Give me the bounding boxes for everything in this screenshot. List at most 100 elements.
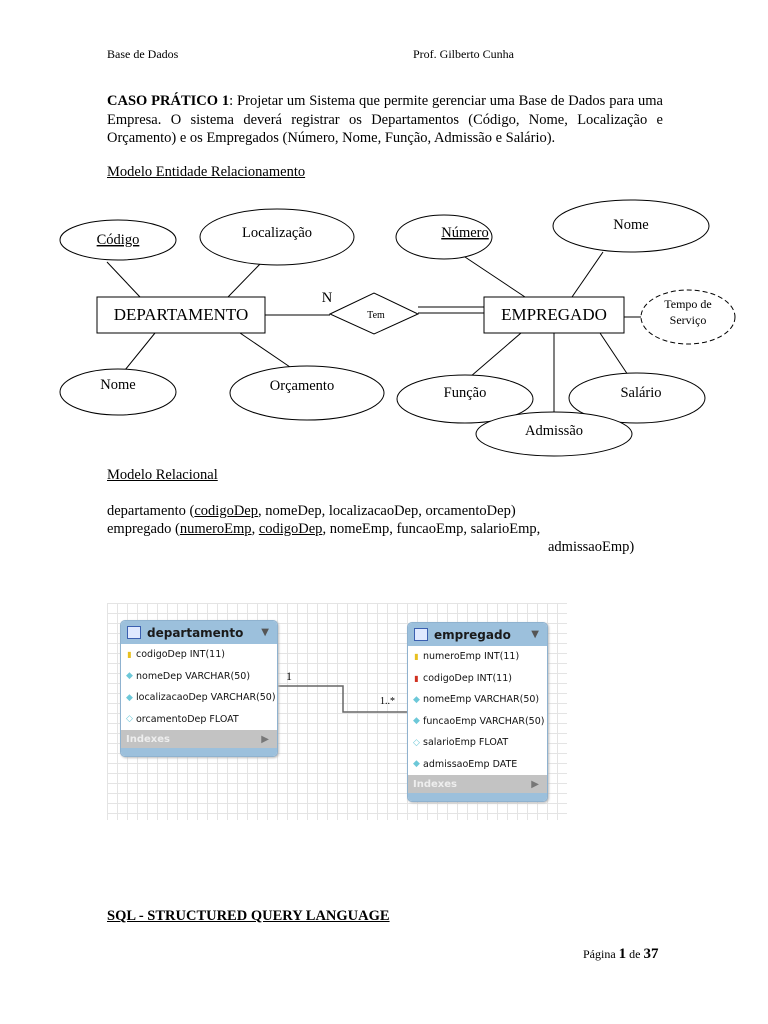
- collapse-arrow-icon[interactable]: ▼: [261, 627, 269, 638]
- attr-tempo-label-2: Serviço: [670, 313, 707, 327]
- column-row[interactable]: ▮ codigoDep INT(11): [121, 644, 277, 666]
- table-name: departamento: [147, 625, 244, 640]
- relationship-line: [276, 685, 407, 713]
- attr-funcao: [396, 374, 534, 424]
- connector: [227, 261, 263, 298]
- header-left: Base de Dados: [107, 47, 179, 61]
- attr-salario: [568, 372, 706, 424]
- cardinality-one: 1: [286, 669, 292, 683]
- connector: [571, 251, 604, 298]
- relational-departamento: departamento (codigoDep, nomeDep, locali…: [107, 503, 516, 520]
- entity-empregado-label: EMPREGADO: [501, 305, 607, 324]
- primary-key: codigoDep: [194, 503, 258, 519]
- attr-orcamento-label: Orçamento: [270, 378, 334, 394]
- table-footer: [121, 748, 277, 756]
- column-label: funcaoEmp VARCHAR(50): [423, 715, 545, 727]
- table-header[interactable]: empregado ▼: [408, 623, 547, 646]
- table-empregado[interactable]: empregado ▼ ▮ numeroEmp INT(11) ▮ codigoDep …: [407, 622, 548, 802]
- column-row[interactable]: ▮ numeroEmp INT(11): [408, 646, 547, 668]
- column-label: localizacaoDep VARCHAR(50): [136, 692, 276, 704]
- key-icon: ▮: [127, 650, 132, 660]
- column-label: codigoDep INT(11): [423, 672, 512, 684]
- column-row[interactable]: ◆localizacaoDep VARCHAR(50): [121, 687, 277, 709]
- page-footer: Página 1 de 37: [583, 946, 659, 963]
- text: , nomeEmp, funcaoEmp, salarioEmp,: [322, 521, 541, 537]
- column-diamond-icon: ◆: [413, 759, 420, 770]
- key-icon: ▮: [414, 652, 419, 662]
- expand-arrow-icon[interactable]: ▶: [261, 733, 269, 745]
- column-label: numeroEmp INT(11): [423, 651, 520, 663]
- column-label: orcamentoDep FLOAT: [136, 713, 239, 725]
- column-row[interactable]: ◇orcamentoDep FLOAT: [121, 709, 277, 731]
- attr-codigo-label: Código: [97, 232, 140, 248]
- table-icon: [414, 628, 428, 641]
- relational-empregado: empregado (numeroEmp, codigoDep, nomeEmp…: [107, 521, 540, 538]
- attr-admissao-label: Admissão: [525, 423, 583, 439]
- expand-arrow-icon[interactable]: ▶: [531, 778, 539, 790]
- entity-departamento-label: DEPARTAMENTO: [114, 305, 249, 324]
- attr-codigo: [59, 219, 177, 261]
- attr-localizacao: [199, 208, 355, 266]
- column-label: admissaoEmp DATE: [423, 758, 518, 770]
- column-row[interactable]: ◇salarioEmp FLOAT: [408, 732, 547, 754]
- attr-tempo-servico: [640, 289, 736, 345]
- eer-connection: 1 1..*: [276, 669, 407, 713]
- column-row[interactable]: ◆nomeDep VARCHAR(50): [121, 666, 277, 688]
- indexes-label: Indexes: [126, 733, 170, 745]
- text: ,: [251, 521, 259, 537]
- attr-numero: [395, 214, 493, 260]
- attr-funcao-label: Função: [444, 385, 487, 401]
- attr-tempo-label-1: Tempo de: [664, 297, 711, 311]
- attr-admissao: [475, 411, 633, 457]
- column-diamond-icon: ◆: [413, 716, 420, 727]
- table-header[interactable]: departamento ▼: [121, 621, 277, 644]
- entity-empregado: [483, 296, 625, 334]
- column-diamond-icon: ◆: [126, 692, 133, 703]
- column-label: salarioEmp FLOAT: [423, 737, 509, 749]
- er-diagram: Código Localização Número Nome Tempo de …: [59, 199, 736, 457]
- page-total: 37: [643, 946, 659, 962]
- column-row[interactable]: ▮ codigoDep INT(11): [408, 668, 547, 690]
- er-heading: Modelo Entidade Relacionamento: [107, 164, 306, 180]
- collapse-arrow-icon[interactable]: ▼: [531, 629, 539, 640]
- relationship-tem: [328, 292, 420, 335]
- nullable-column-icon: ◇: [413, 737, 420, 748]
- relational-empregado-cont: admissaoEmp): [548, 539, 635, 555]
- indexes-label: Indexes: [413, 778, 457, 790]
- column-label: codigoDep INT(11): [136, 649, 225, 661]
- attr-nome-dep-label: Nome: [100, 377, 135, 393]
- attr-nome-dep: [59, 368, 177, 416]
- table-departamento[interactable]: departamento ▼ ▮ codigoDep INT(11) ◆nomeDep…: [120, 620, 278, 757]
- attr-numero-label: Número: [441, 225, 489, 241]
- attr-salario-label: Salário: [620, 385, 661, 401]
- relationship-label: Tem: [367, 310, 385, 321]
- indexes-section[interactable]: Indexes ▶: [408, 775, 547, 793]
- nullable-column-icon: ◇: [126, 714, 133, 725]
- column-row[interactable]: ◆admissaoEmp DATE: [408, 754, 547, 776]
- text: de: [626, 947, 644, 961]
- primary-key: numeroEmp: [179, 521, 252, 537]
- connector: [469, 332, 522, 378]
- table-icon: [127, 626, 141, 639]
- column-label: nomeDep VARCHAR(50): [136, 670, 251, 682]
- connector: [239, 332, 291, 368]
- table-name: empregado: [434, 627, 511, 642]
- text: Página: [583, 947, 619, 961]
- attr-orcamento: [229, 365, 385, 421]
- column-row[interactable]: ◆funcaoEmp VARCHAR(50): [408, 711, 547, 733]
- header-right: Prof. Gilberto Cunha: [413, 47, 514, 61]
- text: , nomeDep, localizacaoDep, orcamentoDep): [258, 503, 516, 519]
- page-number: 1: [618, 946, 627, 962]
- cardinality-many: 1..*: [380, 696, 395, 707]
- intro-paragraph: CASO PRÁTICO 1: Projetar um Sistema que …: [107, 92, 663, 148]
- column-diamond-icon: ◆: [413, 694, 420, 705]
- connector: [464, 256, 526, 298]
- text: empregado (: [107, 521, 180, 537]
- attr-nome-emp-label: Nome: [613, 217, 648, 233]
- foreign-key-icon: ▮: [414, 673, 419, 683]
- relational-heading: Modelo Relacional: [107, 467, 218, 483]
- sql-heading: SQL - STRUCTURED QUERY LANGUAGE: [107, 908, 390, 924]
- column-row[interactable]: ◆nomeEmp VARCHAR(50): [408, 689, 547, 711]
- indexes-section[interactable]: Indexes ▶: [121, 730, 277, 748]
